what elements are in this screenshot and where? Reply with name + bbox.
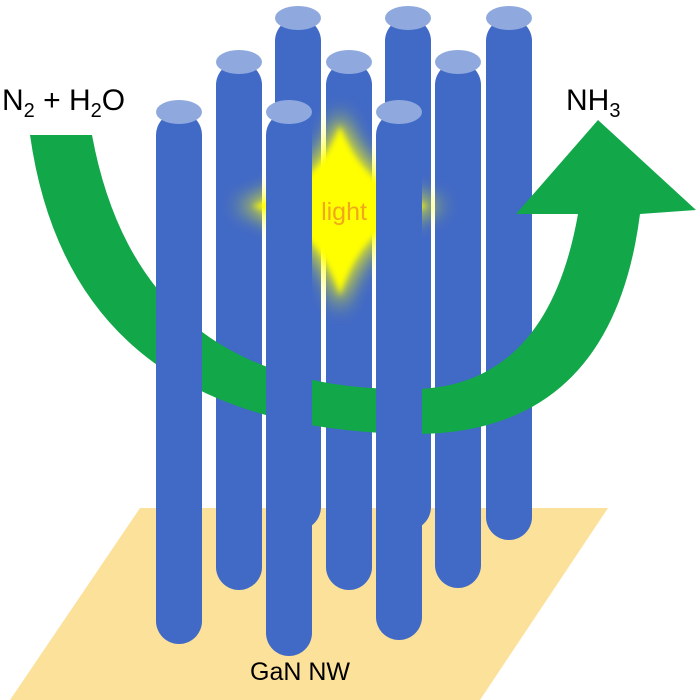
reactants-label: N2 + H2O: [2, 84, 125, 122]
nanowire: [376, 100, 422, 640]
light-star: [234, 110, 446, 312]
nanowire: [435, 50, 481, 588]
nanowire: [486, 6, 532, 540]
nanowire: [266, 100, 312, 656]
nanowire: [216, 50, 262, 590]
product-label: NH3: [566, 84, 620, 122]
nanowire: [156, 100, 202, 644]
light-label: light: [321, 198, 367, 226]
substrate-label: GaN NW: [250, 658, 350, 686]
